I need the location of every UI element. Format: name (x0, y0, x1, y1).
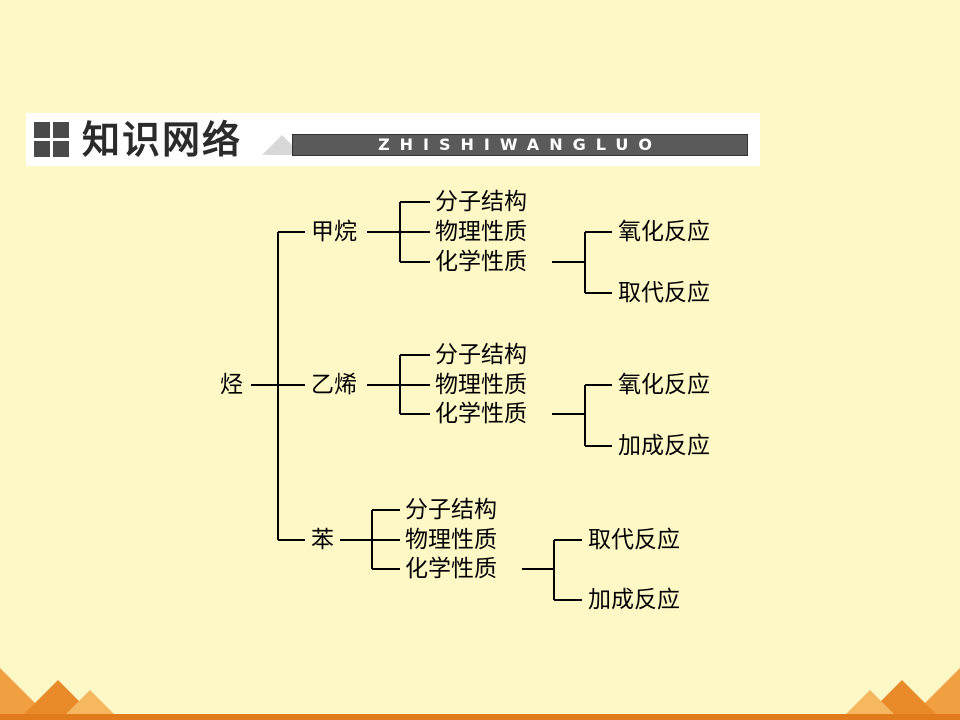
ethene-reaction-1: 氧化反应 (618, 372, 710, 398)
section-title: 知识网络 (82, 118, 243, 162)
corner-decoration-left (0, 668, 120, 720)
ethene-reaction-2: 加成反应 (618, 433, 710, 459)
ethene-item-structure: 分子结构 (435, 342, 527, 368)
methane-item-chemical: 化学性质 (435, 249, 527, 275)
methane-item-structure: 分子结构 (435, 189, 527, 215)
methane-reaction-1: 氧化反应 (618, 219, 710, 245)
section-banner: 知识网络 ZHISHIWANGLUO (26, 113, 760, 166)
methane-item-physical: 物理性质 (435, 219, 527, 245)
benzene-item-physical: 物理性质 (405, 527, 497, 553)
branch-label-methane: 甲烷 (311, 219, 357, 245)
benzene-item-structure: 分子结构 (405, 497, 497, 523)
banner-subtitle-bar: ZHISHIWANGLUO (292, 134, 748, 156)
section-subtitle: ZHISHIWANGLUO (378, 135, 662, 154)
benzene-item-chemical: 化学性质 (405, 556, 497, 582)
methane-reaction-2: 取代反应 (618, 280, 710, 306)
root-label: 烃 (220, 372, 243, 398)
grid-icon (34, 122, 70, 158)
ethene-item-chemical: 化学性质 (435, 401, 527, 427)
branch-label-ethene: 乙烯 (311, 372, 357, 398)
branch-label-benzene: 苯 (311, 527, 334, 553)
ethene-item-physical: 物理性质 (435, 372, 527, 398)
benzene-reaction-2: 加成反应 (588, 587, 680, 613)
corner-decoration-right (840, 668, 960, 720)
footer-bar (0, 714, 960, 720)
benzene-reaction-1: 取代反应 (588, 527, 680, 553)
